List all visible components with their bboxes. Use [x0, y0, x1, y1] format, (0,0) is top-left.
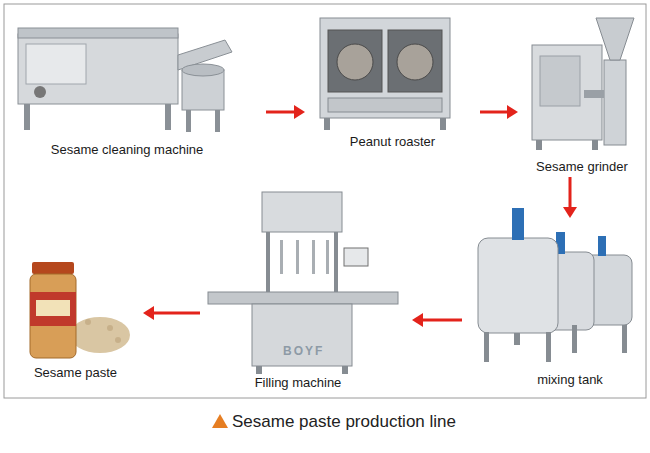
arrow-head — [563, 207, 577, 218]
arrow-head — [507, 105, 518, 119]
machine-node: Sesame paste — [8, 255, 143, 383]
flow-arrow — [480, 105, 518, 119]
machine-label: Filling machine — [255, 375, 342, 391]
machine-node: mixing tank — [462, 218, 646, 390]
caption: Sesame paste production line — [232, 411, 456, 433]
machine-node: Peanut roaster — [305, 10, 480, 152]
machine-label: mixing tank — [537, 372, 603, 388]
machine-label: Sesame paste — [34, 365, 117, 381]
machine-node: Sesame cleaning machine — [8, 10, 266, 160]
machine-label: Peanut roaster — [350, 134, 435, 150]
frame — [4, 4, 646, 398]
machine-label: Sesame cleaning machine — [51, 142, 203, 158]
arrow-head — [143, 306, 154, 320]
arrow-shaft — [421, 319, 462, 322]
arrow-shaft — [480, 111, 509, 114]
machine-node: Sesame grinder — [518, 10, 646, 177]
jar-figure — [30, 262, 130, 358]
arrow-shaft — [569, 177, 572, 209]
arrow-head — [412, 313, 423, 327]
grinder-figure — [532, 18, 634, 150]
flow-arrow — [563, 177, 577, 218]
cleaning-machine-figure — [18, 28, 232, 132]
arrow-head — [294, 105, 305, 119]
watermark: BOYF — [283, 344, 324, 358]
roaster-figure — [320, 18, 450, 130]
machine-label: Sesame grinder — [536, 159, 628, 175]
flow-arrow — [412, 313, 462, 327]
flow-arrow — [143, 306, 200, 320]
flow-arrow — [266, 105, 305, 119]
mixing-tank-figure — [478, 208, 632, 362]
machine-node: Filling machine — [200, 188, 412, 393]
arrow-shaft — [266, 111, 296, 114]
filling-machine-figure — [208, 192, 398, 374]
caption-triangle — [212, 414, 228, 428]
arrow-shaft — [152, 312, 200, 315]
